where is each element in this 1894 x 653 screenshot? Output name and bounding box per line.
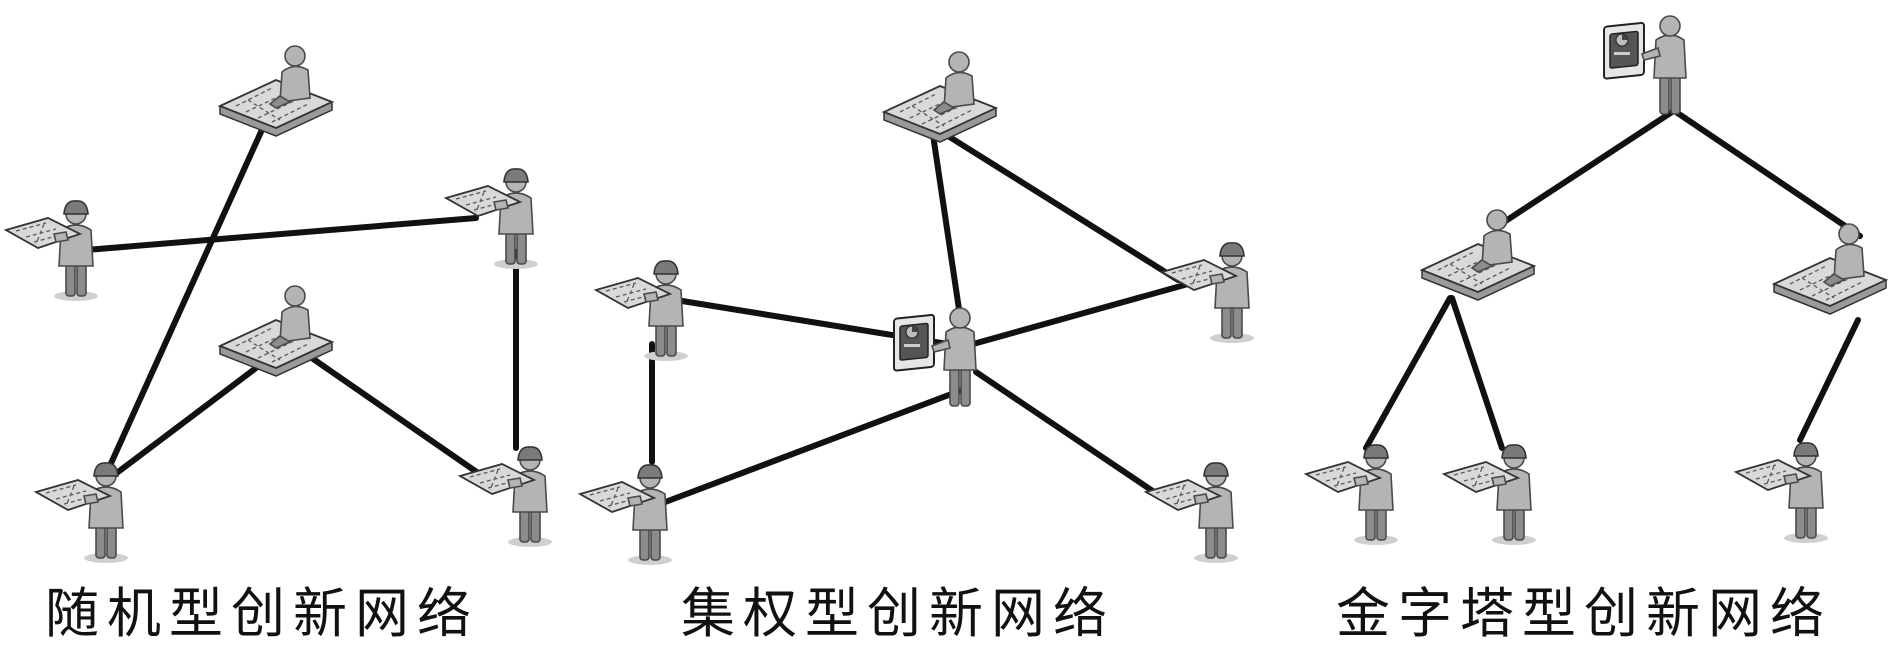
edge [1797,317,1861,443]
planner-at-desk-icon [1421,209,1535,301]
worker-with-blueprint-icon [579,464,673,566]
centralized-network [579,51,1255,566]
worker-with-blueprint-icon [1443,444,1537,546]
presenter-with-chart-board-icon [893,307,977,407]
worker-with-blueprint-icon [5,200,99,302]
worker-with-blueprint-icon [595,260,689,362]
worker-with-blueprint-icon [1145,462,1239,564]
edge [657,387,965,507]
edge [973,369,1175,507]
edge [945,133,1181,283]
edge [107,353,275,481]
edge [1363,295,1453,451]
planner-at-desk-icon [219,45,333,137]
planner-at-desk-icon [883,51,997,143]
edge [303,351,497,487]
edge [1495,109,1675,229]
edge [929,125,963,319]
worker-with-blueprint-icon [1305,444,1399,546]
edge [1449,295,1505,451]
edge [963,281,1191,349]
worker-with-blueprint-icon [459,446,553,548]
edge [105,109,273,473]
presenter-with-chart-board-icon [1603,15,1687,115]
edge [83,215,479,253]
planner-at-desk-icon [1773,223,1887,315]
worker-with-blueprint-icon [1735,442,1829,544]
edge [1673,109,1863,239]
worker-with-blueprint-icon [35,462,129,564]
caption-pyramid-network: 金字塔型创新网络 [1336,582,1832,645]
caption-random-network: 随机型创新网络 [45,582,479,645]
caption-centralized-network: 集权型创新网络 [681,582,1115,645]
random-network [5,45,553,564]
worker-with-blueprint-icon [1161,242,1255,344]
pyramid-network [1305,15,1887,546]
